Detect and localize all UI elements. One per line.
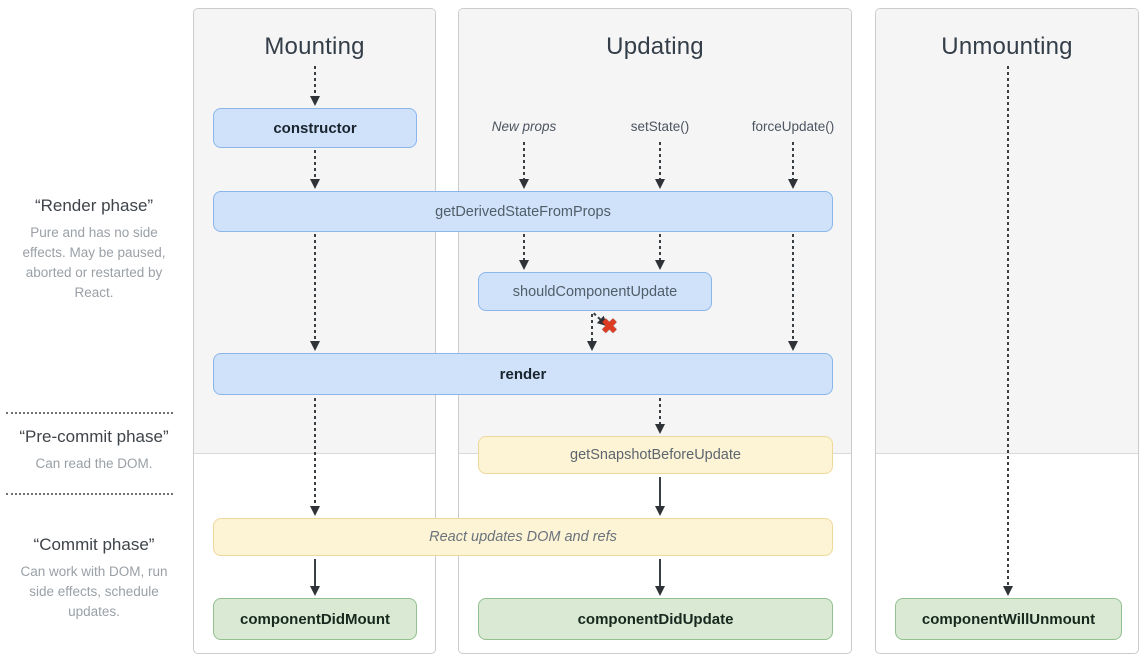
node-componentdidupdate[interactable]: componentDidUpdate [478,598,833,640]
commit-phase-label: “Commit phase” Can work with DOM, run si… [0,535,188,622]
render-phase-description: Pure and has no side effects. May be pau… [22,225,166,300]
arrow-gdsfp-to-shouldupdate-right [659,234,661,268]
column-header-mounting: Mounting [264,33,365,60]
arrow-unmounting-to-willunmount [1007,66,1009,594]
node-constructor[interactable]: constructor [213,108,417,148]
arrow-forceupdate-to-gdsfp [792,142,794,187]
phase-divider [6,493,173,495]
precommit-phase-description: Can read the DOM. [35,456,153,471]
trigger-new-props: New props [491,119,557,134]
column-header-unmounting: Unmounting [941,33,1073,60]
trigger-forceupdate: forceUpdate() [751,119,835,134]
node-shouldcomponentupdate[interactable]: shouldComponentUpdate [478,272,712,311]
arrow-newprops-to-gdsfp [523,142,525,187]
arrow-reactupdates-to-didupdate [659,559,661,594]
arrow-mounting-to-constructor [314,66,316,104]
node-getderivedstatefromprops[interactable]: getDerivedStateFromProps [213,191,833,232]
commit-phase-title: “Commit phase” [33,535,155,554]
node-getsnapshotbeforeupdate[interactable]: getSnapshotBeforeUpdate [478,436,833,474]
commit-phase-description: Can work with DOM, run side effects, sch… [20,564,168,619]
render-phase-label: “Render phase” Pure and has no side effe… [0,196,188,303]
node-componentwillunmount[interactable]: componentWillUnmount [895,598,1122,640]
precommit-phase-title: “Pre-commit phase” [19,427,169,446]
arrow-setstate-to-gdsfp [659,142,661,187]
render-phase-title: “Render phase” [34,196,154,215]
trigger-setstate: setState() [630,119,690,134]
arrow-render-to-getsnapshot [659,398,661,432]
stop-x-icon: ✖ [601,316,618,338]
node-componentdidmount[interactable]: componentDidMount [213,598,417,640]
arrow-forceupdate-to-render [792,234,794,349]
arrow-gdsfp-to-render-mounting [314,234,316,349]
arrow-reactupdates-to-didmount [314,559,316,594]
column-header-updating: Updating [606,33,704,60]
precommit-phase-label: “Pre-commit phase” Can read the DOM. [0,427,188,474]
arrow-render-to-reactupdates-mounting [314,398,316,514]
arrow-getsnapshot-to-reactupdates [659,477,661,514]
node-render[interactable]: render [213,353,833,395]
arrow-constructor-to-gdsfp [314,150,316,187]
arrow-gdsfp-to-shouldupdate-left [523,234,525,268]
arrow-shouldupdate-to-render [591,314,593,349]
phase-divider [6,412,173,414]
node-react-updates-dom: React updates DOM and refs [213,518,833,556]
